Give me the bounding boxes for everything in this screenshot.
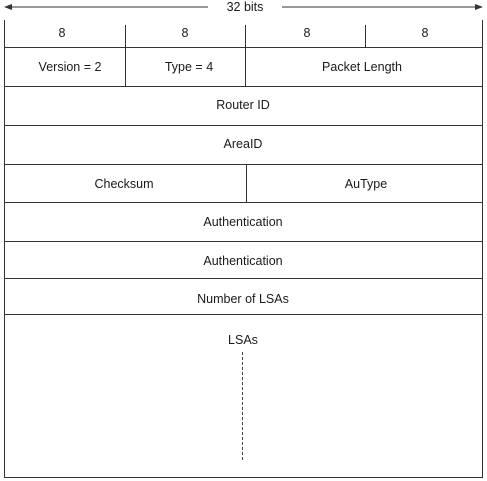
field-area-id: AreaID	[223, 137, 263, 151]
row1-divider-1	[125, 47, 126, 86]
packet-frame	[4, 47, 483, 478]
field-checksum: Checksum	[94, 177, 154, 191]
row-separator-1	[4, 86, 483, 87]
lsas-continuation-dashes	[242, 352, 243, 460]
field-autype: AuType	[344, 177, 388, 191]
byte-tick-2	[245, 25, 246, 47]
field-router-id: Router ID	[216, 98, 270, 112]
byte-label-4: 8	[421, 26, 429, 40]
row-separator-3	[4, 164, 483, 165]
byte-label-2: 8	[181, 26, 189, 40]
width-label: 32 bits	[226, 0, 264, 14]
byte-tick-1	[125, 25, 126, 47]
row-separator-2	[4, 125, 483, 126]
byte-label-3: 8	[303, 26, 311, 40]
byte-tick-left	[4, 20, 5, 47]
row-separator-6	[4, 278, 483, 279]
row-separator-7	[4, 314, 483, 315]
byte-label-1: 8	[58, 26, 66, 40]
field-packet-length: Packet Length	[322, 60, 402, 74]
row4-divider	[246, 164, 247, 202]
field-authentication-2: Authentication	[203, 254, 283, 268]
row-separator-5	[4, 241, 483, 242]
field-type: Type = 4	[164, 60, 214, 74]
byte-tick-3	[365, 25, 366, 47]
width-arrow	[4, 4, 483, 10]
field-version: Version = 2	[38, 60, 102, 74]
byte-tick-right	[482, 20, 483, 47]
row1-divider-2	[245, 47, 246, 86]
field-authentication-1: Authentication	[203, 215, 283, 229]
field-number-of-lsas: Number of LSAs	[197, 292, 289, 306]
row-separator-4	[4, 202, 483, 203]
field-lsas: LSAs	[228, 333, 258, 347]
